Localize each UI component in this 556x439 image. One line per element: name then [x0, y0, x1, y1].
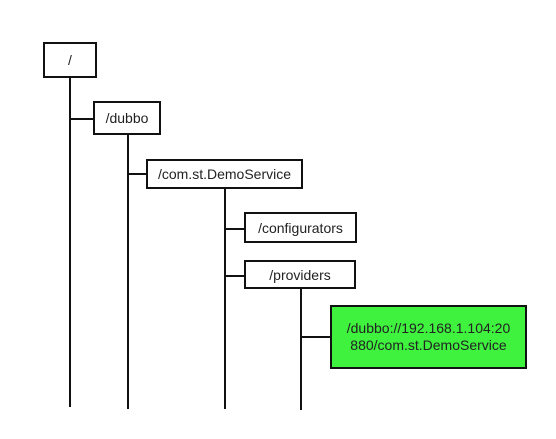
root-trunk-line — [69, 76, 71, 407]
providers-to-url-connector — [300, 336, 331, 338]
dubbo-node: /dubbo — [93, 101, 161, 135]
root-node: / — [43, 42, 97, 78]
dubbo-node-label: /dubbo — [105, 110, 149, 126]
dubbo-trunk-line — [127, 134, 129, 409]
service-node-label: /com.st.DemoService — [157, 166, 292, 182]
configurators-node: /configurators — [244, 212, 357, 243]
configurators-node-label: /configurators — [258, 219, 343, 236]
providers-trunk-line — [300, 288, 302, 410]
provider-url-line-2: 880/com.st.DemoService — [350, 337, 507, 353]
providers-node: /providers — [244, 260, 356, 289]
provider-url-node: /dubbo://192.168.1.104:20 880/com.st.Dem… — [330, 305, 527, 369]
service-to-providers-connector — [224, 275, 245, 277]
root-node-label: / — [68, 52, 72, 68]
root-to-dubbo-connector — [69, 118, 94, 120]
providers-node-label: /providers — [269, 266, 331, 283]
dubbo-to-service-connector — [127, 173, 147, 175]
service-trunk-line — [224, 188, 226, 409]
service-to-configurators-connector — [224, 228, 245, 230]
service-node: /com.st.DemoService — [146, 159, 303, 189]
provider-url-line-1: /dubbo://192.168.1.104:20 — [346, 320, 511, 336]
